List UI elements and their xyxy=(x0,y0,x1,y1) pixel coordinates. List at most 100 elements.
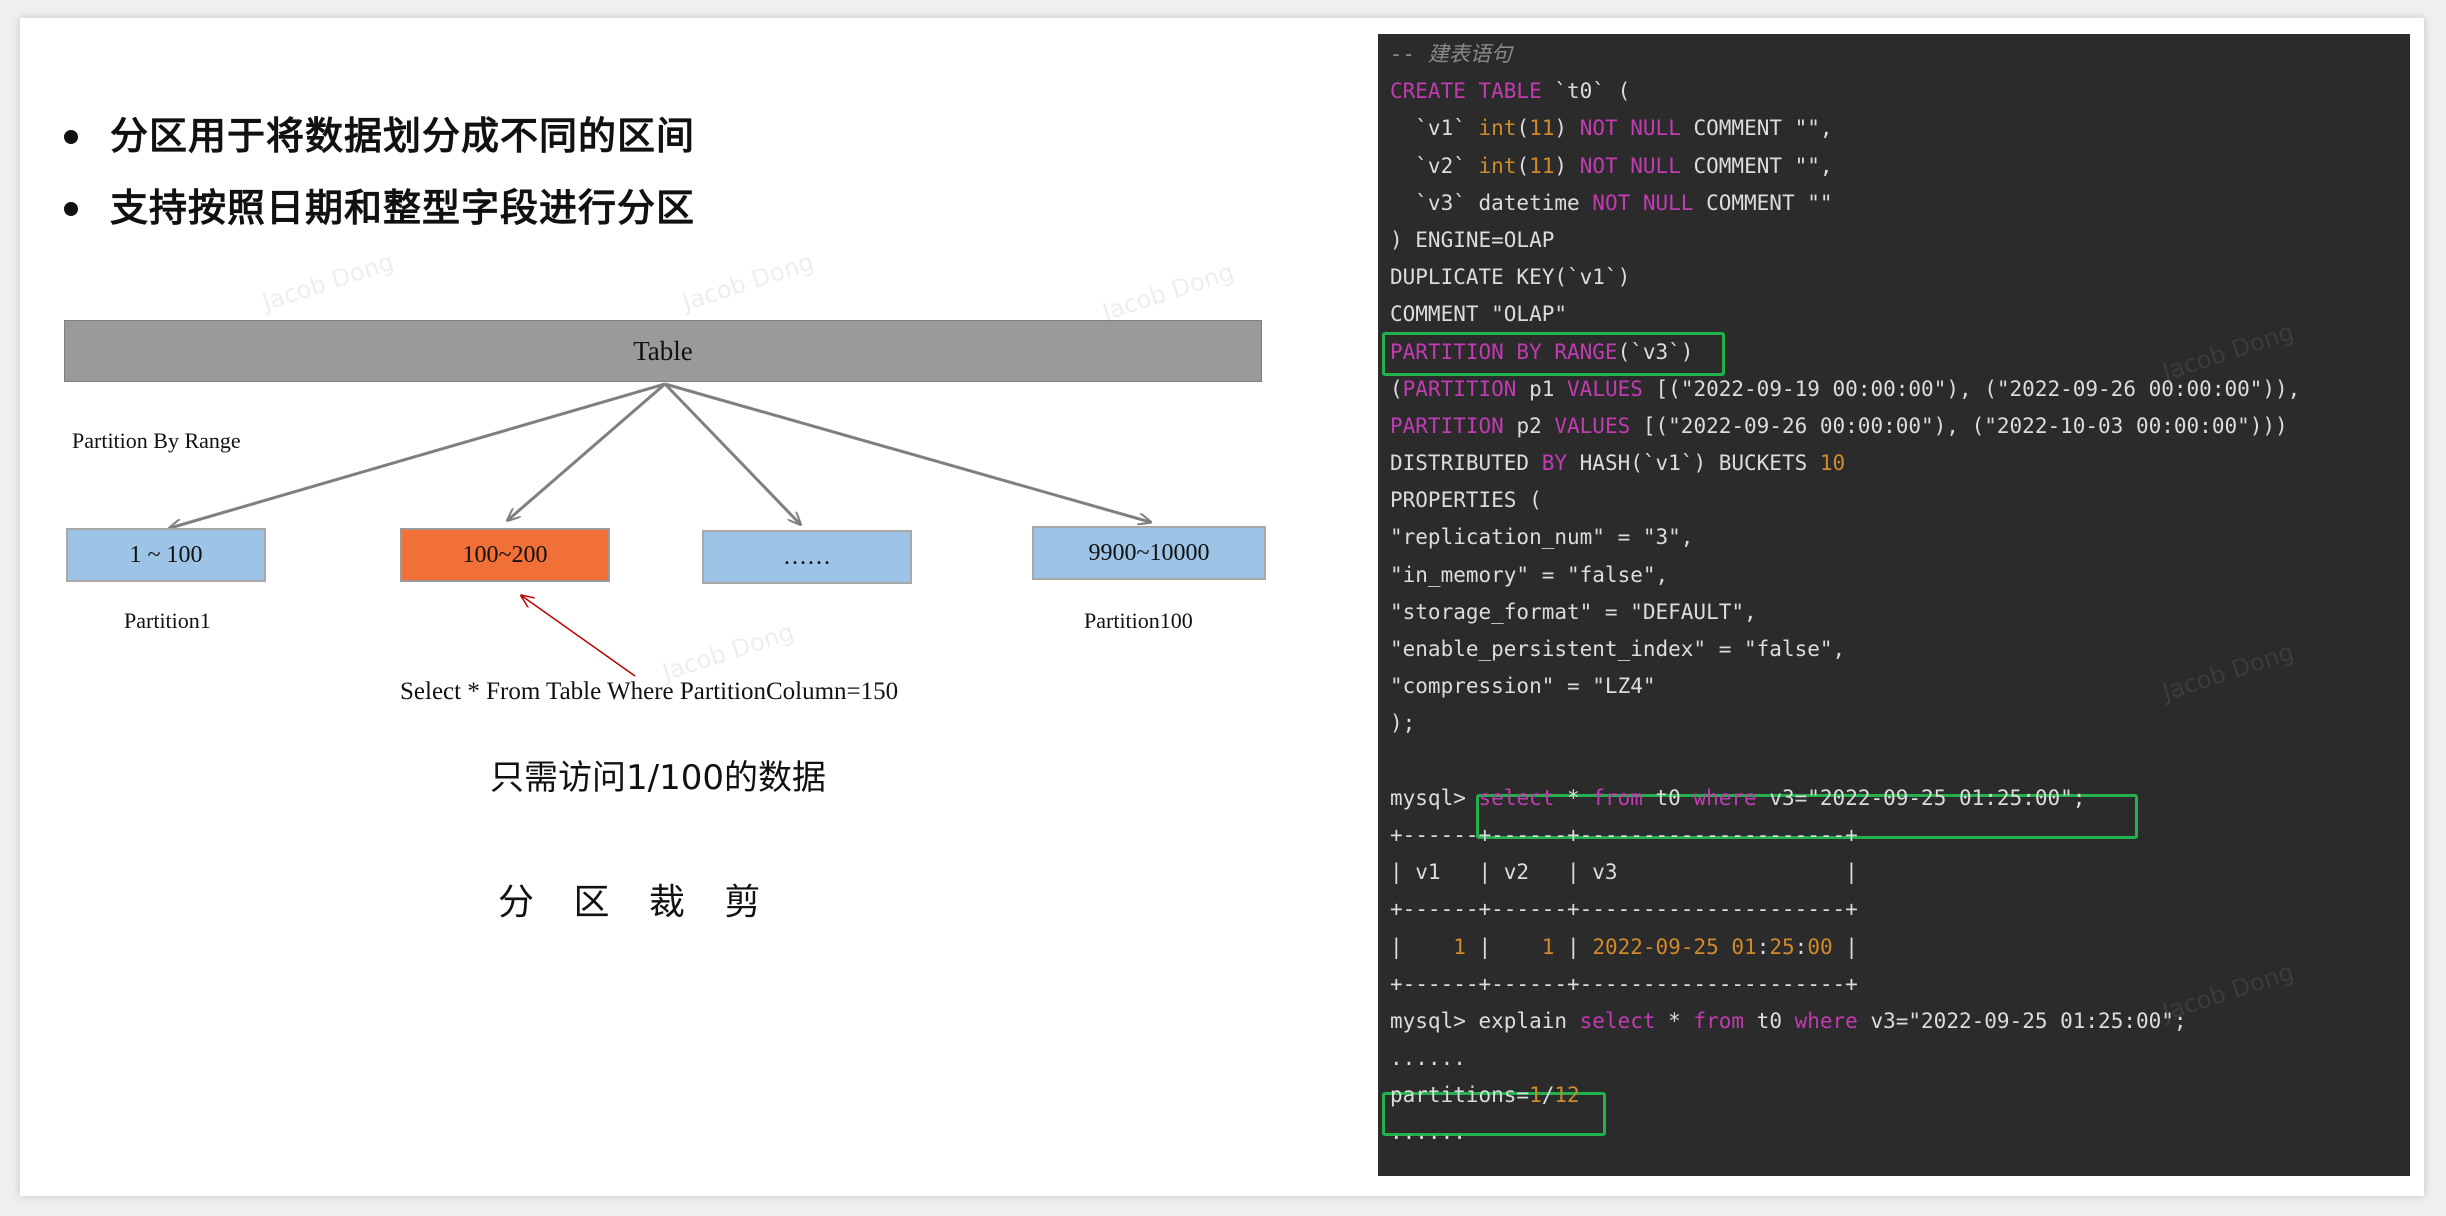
code-token: 10 xyxy=(1819,451,1846,476)
code-line: PROPERTIES ( xyxy=(1378,482,2410,519)
code-line: PARTITION BY RANGE(`v3`) xyxy=(1378,334,2410,371)
code-token: ...... xyxy=(1390,1046,1466,1071)
code-token: 12 xyxy=(1554,1083,1580,1108)
code-token: DISTRIBUTED xyxy=(1390,451,1542,476)
code-token: `v3` datetime xyxy=(1390,190,1593,215)
code-token: v3="2022-09-25 01:25:00"; xyxy=(1756,785,2086,810)
code-token: | v1 | v2 | v3 | xyxy=(1390,860,1858,885)
code-line: PARTITION p2 VALUES [("2022-09-26 00:00:… xyxy=(1378,408,2410,445)
code-line: "replication_num" = "3", xyxy=(1378,519,2410,556)
code-token: BY xyxy=(1541,451,1568,476)
code-token: +------+------+---------------------+ xyxy=(1390,897,1858,922)
partition-arrows xyxy=(20,382,1300,677)
code-token: 11 xyxy=(1529,153,1555,178)
code-token: ) xyxy=(1554,153,1580,178)
bullet-item: 分区用于将数据划分成不同的区间 xyxy=(60,100,695,172)
code-token: PARTITION BY RANGE xyxy=(1390,339,1618,364)
note-text: 只需访问1/100的数据 xyxy=(490,758,826,798)
partition-box-2: 100~200 xyxy=(400,528,610,582)
code-token: p1 xyxy=(1516,376,1568,401)
code-token: select xyxy=(1579,1008,1656,1033)
code-line: +------+------+---------------------+ xyxy=(1378,891,2410,928)
code-token: from xyxy=(1592,785,1643,810)
code-token: PARTITION xyxy=(1402,376,1517,401)
code-token: "replication_num" = "3", xyxy=(1390,525,1694,550)
slide: 分区用于将数据划分成不同的区间 支持按照日期和整型字段进行分区 Table Pa… xyxy=(20,18,2424,1196)
table-label: Table xyxy=(633,335,693,366)
code-line: CREATE TABLE `t0` ( xyxy=(1378,73,2410,110)
code-token: COMMENT "" xyxy=(1693,190,1833,215)
code-token: / xyxy=(1541,1083,1555,1108)
query-text: Select * From Table Where PartitionColum… xyxy=(400,678,899,705)
code-line: COMMENT "OLAP" xyxy=(1378,296,2410,333)
arrow-to-partition-1 xyxy=(170,382,666,528)
code-line: partitions=1/12 xyxy=(1378,1077,2410,1114)
code-line: mysql> explain select * from t0 where v3… xyxy=(1378,1003,2410,1040)
code-token: PROPERTIES ( xyxy=(1390,488,1542,513)
code-token: NOT NULL xyxy=(1579,116,1681,141)
arrow-to-partition-2 xyxy=(508,382,666,520)
code-line: DISTRIBUTED BY HASH(`v1`) BUCKETS 10 xyxy=(1378,445,2410,482)
code-token: +------+------+---------------------+ xyxy=(1390,971,1858,996)
code-token: (`v3`) xyxy=(1617,339,1694,364)
code-token: 1 xyxy=(1529,1083,1542,1108)
code-token: p2 xyxy=(1503,413,1555,438)
table-bar: Table xyxy=(64,320,1262,382)
code-token: mysql> xyxy=(1390,785,1479,810)
diagram-title: 分 区 裁 剪 xyxy=(498,882,775,923)
code-token: VALUES xyxy=(1554,413,1631,438)
code-token: partitions= xyxy=(1390,1083,1530,1108)
code-token: +------+------+---------------------+ xyxy=(1390,822,1858,847)
partition-box-3: …… xyxy=(702,530,912,584)
code-line: `v1` int(11) NOT NULL COMMENT "", xyxy=(1378,110,2410,147)
code-token: COMMENT "", xyxy=(1680,153,1833,178)
code-token: [("2022-09-19 00:00:00"), ("2022-09-26 0… xyxy=(1642,376,2301,401)
code-line xyxy=(1378,743,2410,780)
code-token: ( xyxy=(1516,153,1530,178)
code-line: "in_memory" = "false", xyxy=(1378,557,2410,594)
code-token: "compression" = "LZ4" xyxy=(1390,674,1656,699)
code-token: : xyxy=(1794,934,1808,959)
bullet-list: 分区用于将数据划分成不同的区间 支持按照日期和整型字段进行分区 xyxy=(60,100,695,244)
code-token: : xyxy=(1756,934,1770,959)
code-token: [("2022-09-26 00:00:00"), ("2022-10-03 0… xyxy=(1630,413,2288,438)
code-token: * xyxy=(1655,1008,1694,1033)
code-token: ( xyxy=(1516,116,1530,141)
code-token: from xyxy=(1693,1008,1745,1033)
code-token: select xyxy=(1478,785,1555,810)
code-line: DUPLICATE KEY(`v1`) xyxy=(1378,259,2410,296)
code-token: 2022-09-25 01 xyxy=(1592,934,1757,959)
code-line: | v1 | v2 | v3 | xyxy=(1378,854,2410,891)
code-token: int xyxy=(1478,116,1517,141)
code-token: COMMENT "OLAP" xyxy=(1390,302,1568,327)
code-token: `t0` ( xyxy=(1541,79,1631,104)
code-line: ) ENGINE=OLAP xyxy=(1378,222,2410,259)
partition-box-4: 9900~10000 xyxy=(1032,526,1266,580)
code-token: t0 xyxy=(1744,1008,1795,1033)
partition-name-1: Partition1 xyxy=(124,608,211,633)
code-token: | xyxy=(1465,934,1542,959)
code-token: ( xyxy=(1390,376,1403,401)
code-token: where xyxy=(1794,1008,1858,1033)
arrow-to-partition-3 xyxy=(663,382,800,524)
code-token: ) xyxy=(1554,116,1580,141)
code-token: COMMENT "", xyxy=(1680,116,1833,141)
code-token: "enable_persistent_index" = "false", xyxy=(1390,637,1846,661)
code-token: 00 xyxy=(1807,934,1833,959)
code-line: ...... xyxy=(1378,1040,2410,1077)
code-token: HASH(`v1`) BUCKETS xyxy=(1567,451,1820,476)
query-arrow xyxy=(522,596,636,677)
arrow-to-partition-4 xyxy=(664,382,1150,522)
code-token: `v2` xyxy=(1390,153,1479,178)
code-token: 1 xyxy=(1541,934,1555,959)
code-token: -- 建表语句 xyxy=(1390,42,1512,66)
code-token: "storage_format" = "DEFAULT", xyxy=(1390,599,1757,624)
code-token: `v1` xyxy=(1390,116,1479,141)
code-line: "compression" = "LZ4" xyxy=(1378,668,2410,705)
code-token: DUPLICATE KEY(`v1`) xyxy=(1390,265,1631,290)
code-line: +------+------+---------------------+ xyxy=(1378,817,2410,854)
code-token: PARTITION xyxy=(1390,413,1504,438)
code-token: ...... xyxy=(1390,1120,1466,1145)
code-token: ) ENGINE=OLAP xyxy=(1390,227,1555,252)
